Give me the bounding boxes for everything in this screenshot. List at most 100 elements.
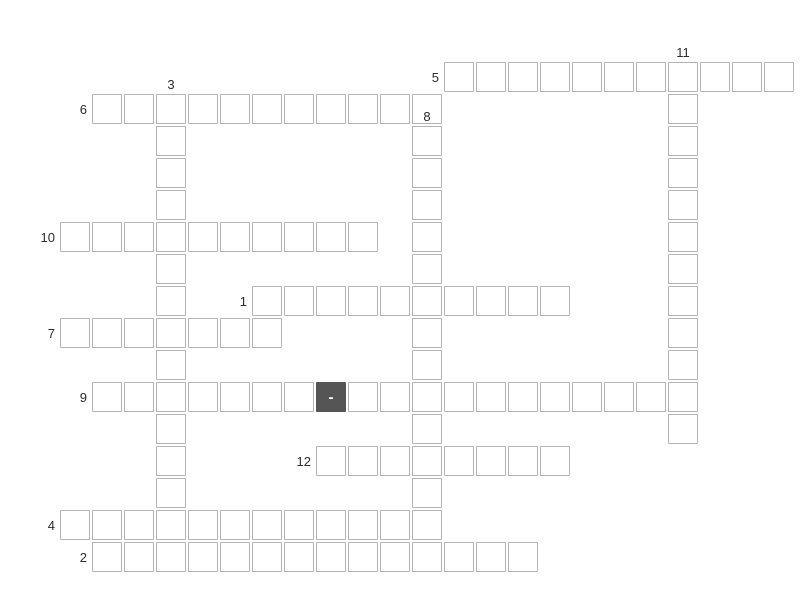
crossword-cell[interactable] [476, 286, 506, 316]
crossword-cell[interactable] [92, 510, 122, 540]
crossword-cell[interactable] [92, 318, 122, 348]
crossword-cell[interactable] [668, 286, 698, 316]
crossword-cell[interactable] [508, 286, 538, 316]
crossword-cell[interactable] [380, 94, 410, 124]
crossword-cell[interactable] [668, 382, 698, 412]
crossword-cell[interactable] [220, 318, 250, 348]
crossword-cell[interactable] [444, 382, 474, 412]
crossword-cell[interactable] [476, 542, 506, 572]
crossword-cell[interactable] [188, 382, 218, 412]
crossword-cell[interactable] [732, 62, 762, 92]
crossword-cell[interactable] [412, 254, 442, 284]
crossword-cell[interactable] [156, 510, 186, 540]
crossword-cell[interactable] [316, 446, 346, 476]
crossword-cell[interactable] [668, 318, 698, 348]
crossword-cell[interactable] [764, 62, 794, 92]
crossword-cell[interactable] [572, 62, 602, 92]
crossword-cell[interactable] [668, 254, 698, 284]
crossword-cell[interactable] [412, 94, 442, 124]
crossword-cell[interactable] [316, 510, 346, 540]
crossword-cell[interactable] [156, 126, 186, 156]
crossword-cell[interactable] [636, 382, 666, 412]
crossword-cell[interactable] [252, 222, 282, 252]
crossword-cell[interactable] [412, 222, 442, 252]
crossword-cell[interactable] [156, 446, 186, 476]
crossword-cell[interactable] [156, 382, 186, 412]
crossword-cell[interactable] [540, 62, 570, 92]
crossword-cell[interactable] [348, 446, 378, 476]
crossword-cell[interactable] [412, 190, 442, 220]
crossword-cell[interactable] [348, 222, 378, 252]
crossword-cell[interactable] [412, 126, 442, 156]
crossword-cell[interactable] [540, 382, 570, 412]
crossword-cell[interactable] [124, 318, 154, 348]
crossword-cell[interactable] [92, 382, 122, 412]
crossword-cell[interactable] [252, 382, 282, 412]
crossword-cell[interactable] [252, 542, 282, 572]
crossword-cell[interactable] [252, 510, 282, 540]
crossword-cell[interactable] [60, 318, 90, 348]
crossword-cell[interactable] [508, 62, 538, 92]
crossword-cell[interactable] [412, 382, 442, 412]
crossword-cell[interactable] [700, 62, 730, 92]
crossword-cell[interactable] [636, 62, 666, 92]
crossword-cell[interactable] [412, 542, 442, 572]
crossword-cell[interactable] [444, 286, 474, 316]
crossword-cell[interactable] [124, 382, 154, 412]
crossword-cell[interactable] [476, 446, 506, 476]
crossword-cell[interactable] [380, 510, 410, 540]
crossword-cell[interactable] [508, 542, 538, 572]
crossword-cell[interactable] [540, 286, 570, 316]
crossword-cell[interactable] [220, 382, 250, 412]
crossword-cell[interactable] [412, 158, 442, 188]
crossword-cell[interactable] [316, 222, 346, 252]
crossword-cell[interactable] [380, 542, 410, 572]
crossword-cell[interactable] [252, 94, 282, 124]
crossword-cell[interactable] [540, 446, 570, 476]
crossword-cell[interactable] [572, 382, 602, 412]
crossword-cell[interactable] [124, 510, 154, 540]
crossword-cell[interactable] [508, 446, 538, 476]
crossword-cell[interactable] [412, 414, 442, 444]
crossword-cell[interactable] [316, 94, 346, 124]
crossword-cell[interactable] [380, 446, 410, 476]
crossword-cell[interactable] [188, 510, 218, 540]
crossword-cell[interactable] [316, 286, 346, 316]
crossword-cell[interactable] [188, 222, 218, 252]
crossword-cell[interactable] [348, 94, 378, 124]
crossword-cell[interactable] [604, 382, 634, 412]
crossword-cell[interactable] [412, 318, 442, 348]
crossword-cell[interactable] [284, 542, 314, 572]
crossword-cell[interactable] [92, 542, 122, 572]
crossword-cell[interactable] [380, 382, 410, 412]
crossword-cell[interactable] [156, 94, 186, 124]
crossword-cell[interactable] [348, 286, 378, 316]
crossword-cell[interactable] [124, 222, 154, 252]
crossword-cell[interactable] [220, 510, 250, 540]
crossword-cell[interactable] [188, 94, 218, 124]
crossword-cell[interactable] [668, 126, 698, 156]
crossword-cell[interactable] [92, 222, 122, 252]
crossword-cell[interactable] [156, 478, 186, 508]
crossword-cell[interactable] [124, 542, 154, 572]
crossword-cell[interactable] [508, 382, 538, 412]
crossword-cell[interactable] [668, 350, 698, 380]
crossword-cell[interactable] [156, 414, 186, 444]
crossword-cell[interactable] [252, 318, 282, 348]
crossword-cell[interactable] [60, 510, 90, 540]
crossword-cell[interactable] [188, 318, 218, 348]
crossword-cell[interactable] [412, 350, 442, 380]
crossword-cell[interactable] [156, 542, 186, 572]
crossword-cell[interactable] [380, 286, 410, 316]
crossword-cell[interactable] [156, 254, 186, 284]
crossword-cell[interactable] [220, 542, 250, 572]
crossword-cell[interactable] [348, 542, 378, 572]
crossword-cell[interactable] [60, 222, 90, 252]
crossword-cell[interactable] [156, 286, 186, 316]
crossword-cell[interactable] [444, 542, 474, 572]
crossword-cell[interactable] [284, 94, 314, 124]
crossword-cell[interactable] [348, 382, 378, 412]
crossword-cell[interactable] [668, 94, 698, 124]
crossword-cell[interactable] [156, 190, 186, 220]
crossword-cell[interactable] [220, 94, 250, 124]
